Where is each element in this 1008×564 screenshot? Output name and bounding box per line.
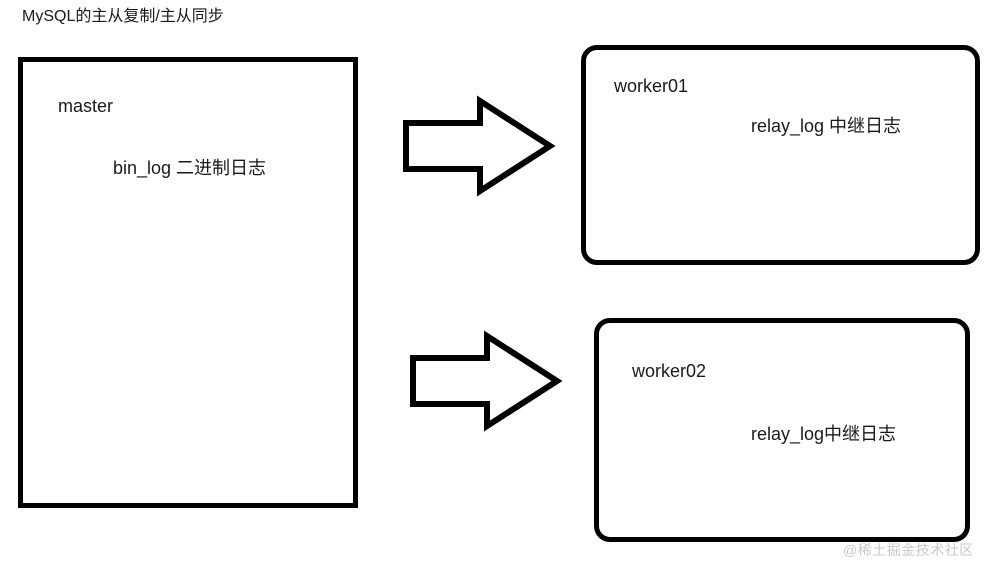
right-arrow-icon [410, 330, 563, 432]
arrow-master-to-worker01 [403, 95, 556, 197]
node-worker02-label: worker02 [632, 361, 707, 381]
node-master: master bin_log 二进制日志 [18, 57, 358, 508]
node-worker01-relaylog-label: relay_log 中继日志 [751, 116, 902, 136]
arrow-master-to-worker02 [410, 330, 563, 432]
node-worker02-relaylog-label: relay_log中继日志 [751, 424, 897, 444]
node-worker01: worker01 relay_log 中继日志 [581, 45, 980, 265]
watermark: @稀土掘金技术社区 [843, 542, 974, 558]
page-title: MySQL的主从复制/主从同步 [22, 8, 224, 25]
node-master-binlog-label: bin_log 二进制日志 [113, 158, 267, 178]
node-worker02: worker02 relay_log中继日志 [594, 318, 970, 542]
node-master-label: master [58, 96, 114, 116]
node-worker01-label: worker01 [614, 76, 689, 96]
right-arrow-icon [403, 95, 556, 197]
